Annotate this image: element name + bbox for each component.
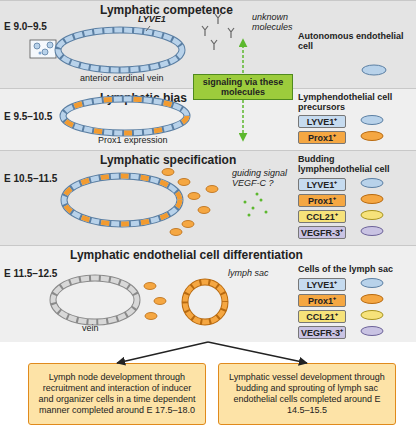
outcome-box: Lymph node development through recruitme… bbox=[28, 363, 206, 425]
stage-date: E 10.5–11.5 bbox=[4, 173, 74, 185]
box-text: Prox1⁺ bbox=[308, 294, 336, 307]
marker-box: VEGFR-3⁺ bbox=[298, 226, 346, 239]
cell-icon bbox=[361, 132, 383, 141]
cell-icon bbox=[361, 279, 383, 288]
annotation-label: unknown molecules bbox=[252, 12, 298, 33]
stage-band: Lymphatic endothelial cell differentiati… bbox=[0, 245, 416, 342]
box-text: CCL21⁺ bbox=[306, 310, 338, 323]
marker-box: VEGFR-3⁺ bbox=[298, 326, 346, 339]
budding-cell bbox=[198, 207, 210, 214]
flow-arrow bbox=[208, 342, 307, 363]
box-text: LYVE1⁺ bbox=[307, 178, 338, 191]
marker-box: CCL21⁺ bbox=[298, 310, 346, 323]
box-text: Prox1⁺ bbox=[308, 131, 336, 144]
inset-cell bbox=[47, 42, 53, 48]
box-text: Prox1⁺ bbox=[308, 194, 336, 207]
cell-icon bbox=[361, 179, 383, 188]
signal-dot bbox=[244, 201, 247, 204]
flow-arrow bbox=[117, 342, 208, 363]
stage-title: Lymphatic endothelial cell differentiati… bbox=[70, 249, 370, 263]
budding-cell bbox=[206, 186, 218, 193]
migrating-cell bbox=[144, 283, 156, 290]
cell-icon bbox=[361, 311, 383, 320]
cell-icon bbox=[361, 327, 383, 336]
marker-box: Prox1⁺ bbox=[298, 294, 346, 307]
annotation-label: guiding signal VEGF-C ? bbox=[232, 168, 296, 189]
cell-type-heading: Budding lymphendothelial cell bbox=[298, 154, 410, 175]
box-text: LYVE1⁺ bbox=[307, 115, 338, 128]
signal-dot bbox=[260, 199, 263, 202]
signal-dot bbox=[252, 207, 255, 210]
annotation-label: lymph sac bbox=[228, 268, 288, 278]
box-text: LYVE1⁺ bbox=[307, 278, 338, 291]
cell-icon bbox=[362, 65, 386, 75]
box-text: VEGFR-3⁺ bbox=[301, 226, 343, 239]
annotation-label: LYVE1 bbox=[138, 14, 178, 24]
annotation-label: Prox1 expression bbox=[98, 135, 198, 145]
budding-cell bbox=[178, 179, 190, 186]
stage-date: E 9.0–9.5 bbox=[4, 21, 74, 33]
marker-box: Prox1⁺ bbox=[298, 194, 346, 207]
cell-type-heading: Cells of the lymph sac bbox=[298, 264, 410, 274]
annotation-label: vein bbox=[82, 323, 112, 333]
cell-icon bbox=[361, 195, 383, 204]
cell-icon bbox=[361, 227, 383, 236]
box-text: signaling via these molecules bbox=[197, 77, 289, 98]
cell-icon bbox=[361, 295, 383, 304]
cell-icon bbox=[361, 116, 383, 125]
cell-icon bbox=[361, 211, 383, 220]
budding-cell bbox=[170, 229, 182, 236]
stage-date: E 11.5–12.5 bbox=[4, 268, 74, 280]
box-text: Lymphatic vessel development through bud… bbox=[225, 372, 389, 415]
inset-cell bbox=[34, 43, 40, 49]
marker-box: LYVE1⁺ bbox=[298, 115, 346, 128]
cell-type-heading: Lymphendothelial cell precursors bbox=[298, 92, 410, 113]
signal-dot bbox=[248, 214, 251, 217]
signal-dot bbox=[256, 193, 259, 196]
budding-cell bbox=[162, 169, 174, 176]
migrating-cell bbox=[154, 298, 166, 305]
signal-dot bbox=[265, 211, 268, 214]
box-text: Lymph node development through recruitme… bbox=[35, 372, 199, 415]
box-text: CCL21⁺ bbox=[306, 210, 338, 223]
outcome-box: Lymphatic vessel development through bud… bbox=[218, 363, 396, 425]
migrating-cell bbox=[145, 313, 157, 320]
budding-cell bbox=[182, 221, 194, 228]
box-text: VEGFR-3⁺ bbox=[301, 326, 343, 339]
cell-type-heading: Autonomous endothelial cell bbox=[298, 31, 410, 52]
annotation-label: anterior cardinal vein bbox=[80, 73, 200, 83]
marker-box: LYVE1⁺ bbox=[298, 278, 346, 291]
inset-box bbox=[30, 40, 56, 58]
inset-cell bbox=[42, 49, 48, 55]
marker-box: Prox1⁺ bbox=[298, 131, 346, 144]
inset-molecule bbox=[39, 52, 42, 55]
marker-box: LYVE1⁺ bbox=[298, 178, 346, 191]
marker-box: CCL21⁺ bbox=[298, 210, 346, 223]
budding-cell bbox=[188, 193, 200, 200]
signal-box: signaling via these molecules bbox=[193, 74, 293, 100]
